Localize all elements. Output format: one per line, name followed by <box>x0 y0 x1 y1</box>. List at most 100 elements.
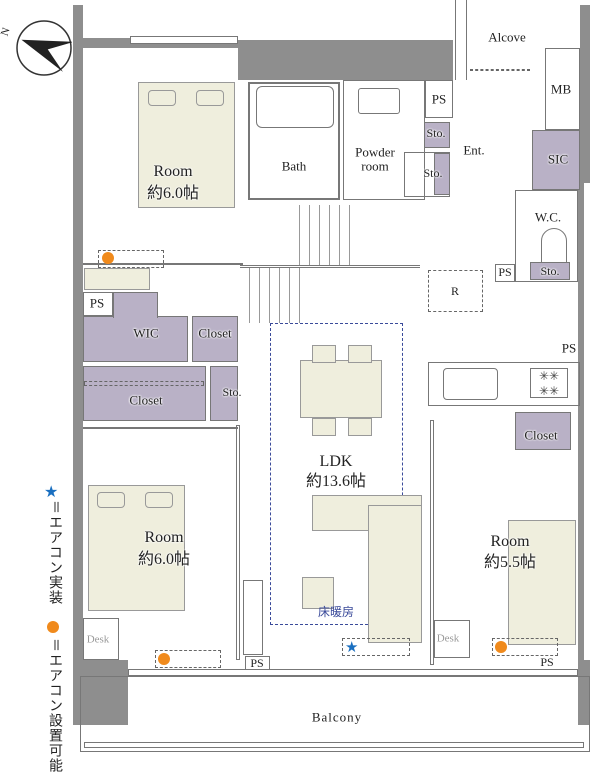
alcove-label: Alcove <box>488 29 526 45</box>
ldk-name: LDK <box>319 452 353 470</box>
ps-wc <box>495 264 515 282</box>
kitchen-sink-icon <box>443 368 498 400</box>
sic-label: SIC <box>547 151 569 167</box>
pillow <box>97 492 125 508</box>
compass-north-icon <box>8 14 74 78</box>
stove-icon: ✳✳✳✳ <box>530 368 568 398</box>
ps-bottom1-label: PS <box>250 656 264 671</box>
sto-top1-label: Sto. <box>426 126 446 141</box>
mb <box>545 48 580 130</box>
kitchen-counter <box>428 362 580 406</box>
bath <box>248 82 340 200</box>
wc-sto <box>530 262 570 280</box>
closet-left-label: Closet <box>129 392 163 408</box>
ps-wc-label: PS <box>498 265 512 280</box>
wall-top-c <box>238 40 453 80</box>
wc <box>515 190 578 282</box>
sic <box>532 130 580 190</box>
hall-line <box>240 265 420 268</box>
legend-dot-text: ＝エアコン設置可能 <box>47 638 62 773</box>
sofa-chaise <box>368 505 422 643</box>
ps-top-label: PS <box>431 91 447 107</box>
closet-right-label: Closet <box>524 427 558 443</box>
wall-left <box>73 40 83 700</box>
pillow <box>148 90 176 106</box>
closet-left <box>83 366 206 421</box>
alcove-bars <box>455 0 467 80</box>
toilet-icon <box>541 228 567 266</box>
hall-shoe-rack <box>290 205 350 265</box>
ac-area-nw <box>98 250 164 268</box>
legend-dot-icon <box>47 621 59 633</box>
bath-label: Bath <box>281 158 307 174</box>
sto-top1 <box>424 122 450 148</box>
alcove-area <box>470 69 530 71</box>
powder-room-line1: Powder <box>355 144 395 160</box>
desk-sw-label: Desk <box>86 633 110 646</box>
bed-se <box>508 520 576 645</box>
room-se-name: Room <box>490 532 530 550</box>
chair <box>348 418 372 436</box>
wall-left-top <box>73 5 83 77</box>
sto-mid <box>210 366 238 421</box>
chair <box>348 345 372 363</box>
room-sw-size: 約6.0帖 <box>137 550 191 568</box>
wall-top-a <box>83 38 130 48</box>
balcony <box>80 676 590 752</box>
ps-top <box>425 80 453 118</box>
ps-left <box>83 292 113 316</box>
balcony-rail <box>84 742 584 748</box>
hall-partition <box>240 268 300 323</box>
entrance-label: Ent. <box>463 142 485 158</box>
wall-top-b <box>128 44 238 48</box>
ldk-size: 約13.6帖 <box>305 472 367 490</box>
pillow <box>196 90 224 106</box>
wall-bottom-left <box>73 660 128 725</box>
r-label: R <box>450 284 460 299</box>
wall-right-top <box>580 5 590 183</box>
legend-star-text: ＝エアコン実装 <box>47 500 62 605</box>
powder-room-line2: room <box>361 158 389 174</box>
ac-possible-dot <box>495 641 507 653</box>
desk-se <box>434 620 470 658</box>
wic-label: WIC <box>133 325 159 341</box>
closet-right <box>515 412 571 450</box>
ps-bottom2-label: PS <box>540 655 554 670</box>
dining-table <box>300 360 382 418</box>
sto-top2-fill <box>434 153 450 195</box>
room-nw-size: 約6.0帖 <box>146 184 200 202</box>
floor-heating-label: 床暖房 <box>317 605 355 620</box>
desk-sw <box>83 618 119 660</box>
wic-top <box>113 292 158 318</box>
room-sw-wall-top <box>83 427 238 429</box>
closet-rod <box>84 381 204 386</box>
sto-mid-label: Sto. <box>222 385 242 400</box>
window-top-left <box>130 36 238 44</box>
ac-possible-dot <box>158 653 170 665</box>
tv-stand <box>243 580 263 655</box>
legend-star-icon: ★ <box>44 484 59 501</box>
ac-area-sw <box>155 650 221 668</box>
wc-sto-label: Sto. <box>540 264 560 279</box>
wc-label: W.C. <box>534 209 562 225</box>
refrigerator <box>428 270 483 312</box>
shelf <box>84 268 150 290</box>
ac-area-se <box>492 638 558 656</box>
room-se-wall <box>430 420 434 665</box>
ottoman <box>302 577 334 609</box>
room-se-size: 約5.5帖 <box>483 553 537 571</box>
desk-se-label: Desk <box>436 632 460 645</box>
sink-icon <box>358 88 400 114</box>
bathtub-icon <box>256 86 334 128</box>
closet-mid <box>192 316 238 362</box>
sto-top2-label: Sto. <box>423 166 443 181</box>
ac-area-ldk <box>342 638 410 656</box>
room-nw-name: Room <box>153 162 193 180</box>
floor-heating-area <box>270 323 403 625</box>
room-sw-name: Room <box>144 528 184 546</box>
ac-installed-star-icon: ★ <box>345 640 359 656</box>
ps-left-label: PS <box>89 295 105 311</box>
balcony-label: Balcony <box>311 709 363 725</box>
closet-mid-label: Closet <box>198 325 232 341</box>
